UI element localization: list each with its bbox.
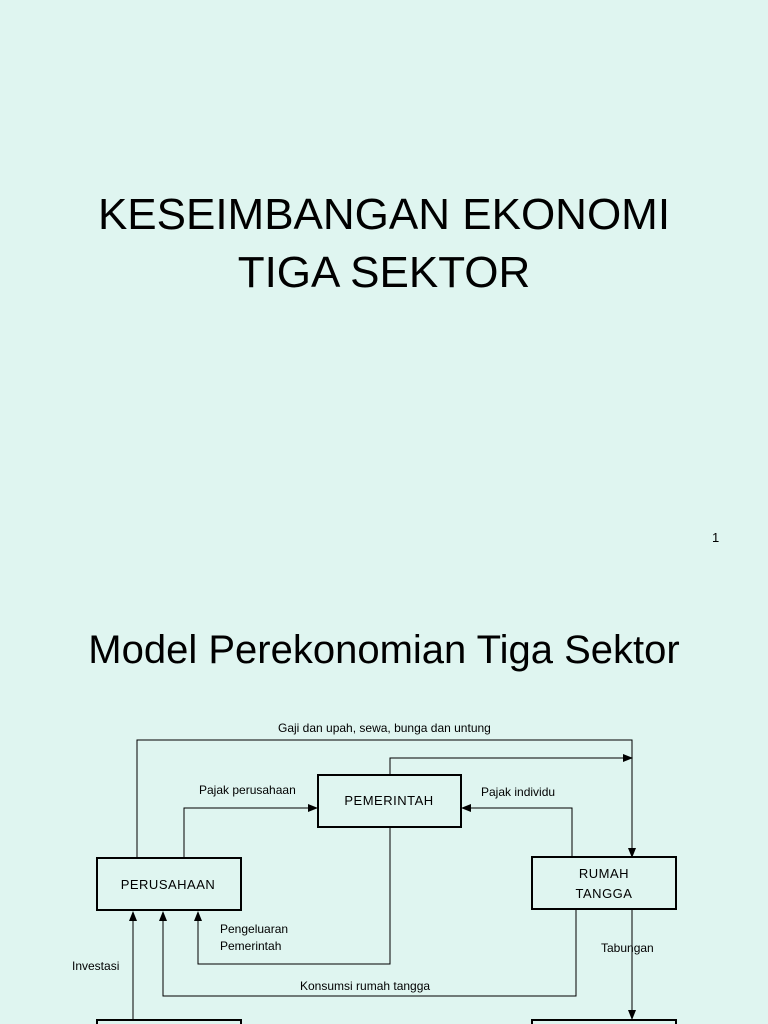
gaji-label: Gaji dan upah, sewa, bunga dan untung	[278, 721, 491, 735]
pemerintah-to-rumah-tangga-arrow	[389, 754, 633, 775]
perusahaan-box	[96, 857, 242, 911]
pengeluaran-pemerintah-arrow	[194, 827, 391, 965]
tabungan-label: Tabungan	[601, 941, 654, 955]
pajak-individu-label: Pajak individu	[481, 785, 555, 799]
rumah-tangga-box	[531, 856, 677, 910]
bottom-right-box	[531, 1019, 677, 1024]
slide-1: KESEIMBANGAN EKONOMI TIGA SEKTOR 1	[0, 186, 768, 545]
diagram-title: Model Perekonomian Tiga Sektor	[88, 628, 680, 672]
investasi-label: Investasi	[72, 959, 119, 973]
pajak-perusahaan-arrow	[183, 804, 318, 858]
circular-flow-diagram: PEMERINTAH PERUSAHAAN RUMAH TANGGA Gaji …	[72, 721, 677, 1024]
pengeluaran-label-2: Pemerintah	[220, 939, 281, 953]
slide-2: Model Perekonomian Tiga Sektor PEMERINTA…	[0, 560, 768, 1024]
perusahaan-label: PERUSAHAAN	[121, 877, 216, 892]
title-line-1: KESEIMBANGAN EKONOMI	[97, 190, 671, 239]
pajak-perusahaan-label: Pajak perusahaan	[199, 783, 296, 797]
rumah-tangga-label-1: RUMAH	[579, 866, 629, 881]
pemerintah-label: PEMERINTAH	[344, 793, 433, 808]
pengeluaran-label-1: Pengeluaran	[220, 922, 288, 936]
page-number: 1	[712, 530, 720, 545]
konsumsi-label: Konsumsi rumah tangga	[300, 979, 430, 993]
title-line-2: TIGA SEKTOR	[237, 248, 531, 297]
rumah-tangga-label-2: TANGGA	[576, 886, 633, 901]
pajak-individu-arrow	[461, 804, 573, 857]
gaji-flow-arrow	[136, 739, 636, 858]
konsumsi-arrow	[159, 909, 577, 997]
slide-title: KESEIMBANGAN EKONOMI TIGA SEKTOR	[0, 186, 768, 302]
bottom-left-box	[96, 1019, 242, 1024]
